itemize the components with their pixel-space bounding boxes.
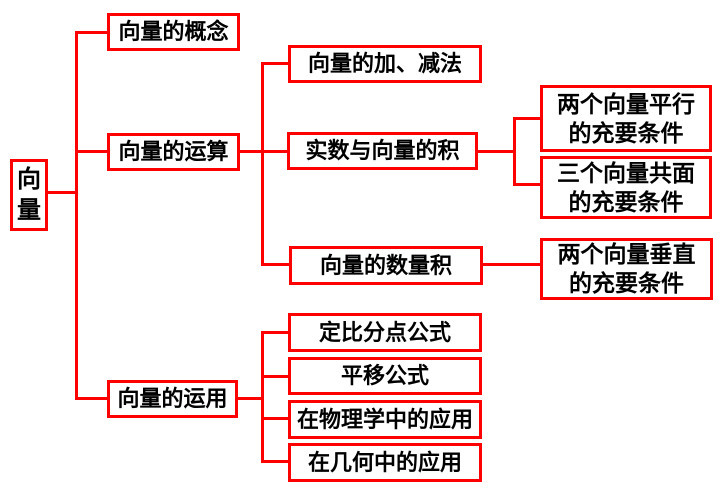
node-perpendicular-condition: 两个向量垂直 的充要条件	[540, 238, 713, 300]
connector-trunk-applications	[261, 331, 264, 463]
connector-branch-section-formula	[261, 331, 290, 334]
node-coplanar-condition: 三个向量共面 的充要条件	[540, 156, 712, 219]
node-scalar-product: 实数与向量的积	[287, 132, 478, 170]
connector-applications-to-trunk	[236, 397, 264, 400]
connector-operations-to-trunk	[238, 150, 290, 153]
connector-branch-coplanar	[513, 183, 542, 186]
node-parallel-condition: 两个向量平行 的充要条件	[540, 85, 712, 152]
connector-trunk-scalar	[513, 117, 516, 186]
connector-dot-to-perpendicular	[481, 263, 542, 266]
node-geometry-application: 在几何中的应用	[288, 443, 482, 482]
node-vector-operations: 向量的运算	[107, 133, 240, 171]
node-vector-applications: 向量的运用	[107, 380, 238, 418]
connector-branch-operations	[75, 150, 109, 153]
connector-branch-parallel	[513, 117, 542, 120]
connector-branch-translation	[261, 375, 290, 378]
node-add-subtract: 向量的加、减法	[288, 45, 482, 83]
connector-trunk-operations	[261, 62, 264, 266]
node-translation-formula: 平移公式	[288, 357, 482, 395]
node-vector-root: 向量	[10, 159, 48, 231]
connector-branch-applications	[75, 397, 109, 400]
connector-branch-geometry	[261, 460, 290, 463]
connector-branch-add-subtract	[261, 62, 290, 65]
connector-root-to-trunk	[46, 191, 77, 194]
node-physics-application: 在物理学中的应用	[288, 400, 482, 439]
connector-branch-physics	[261, 417, 290, 420]
connector-branch-concept	[75, 31, 109, 34]
node-section-formula: 定比分点公式	[288, 313, 482, 352]
node-vector-concept: 向量的概念	[107, 13, 240, 51]
connector-trunk-level1	[75, 31, 78, 400]
node-dot-product: 向量的数量积	[289, 246, 483, 285]
connector-scalar-to-trunk	[476, 150, 516, 153]
connector-branch-dot-product	[261, 263, 291, 266]
